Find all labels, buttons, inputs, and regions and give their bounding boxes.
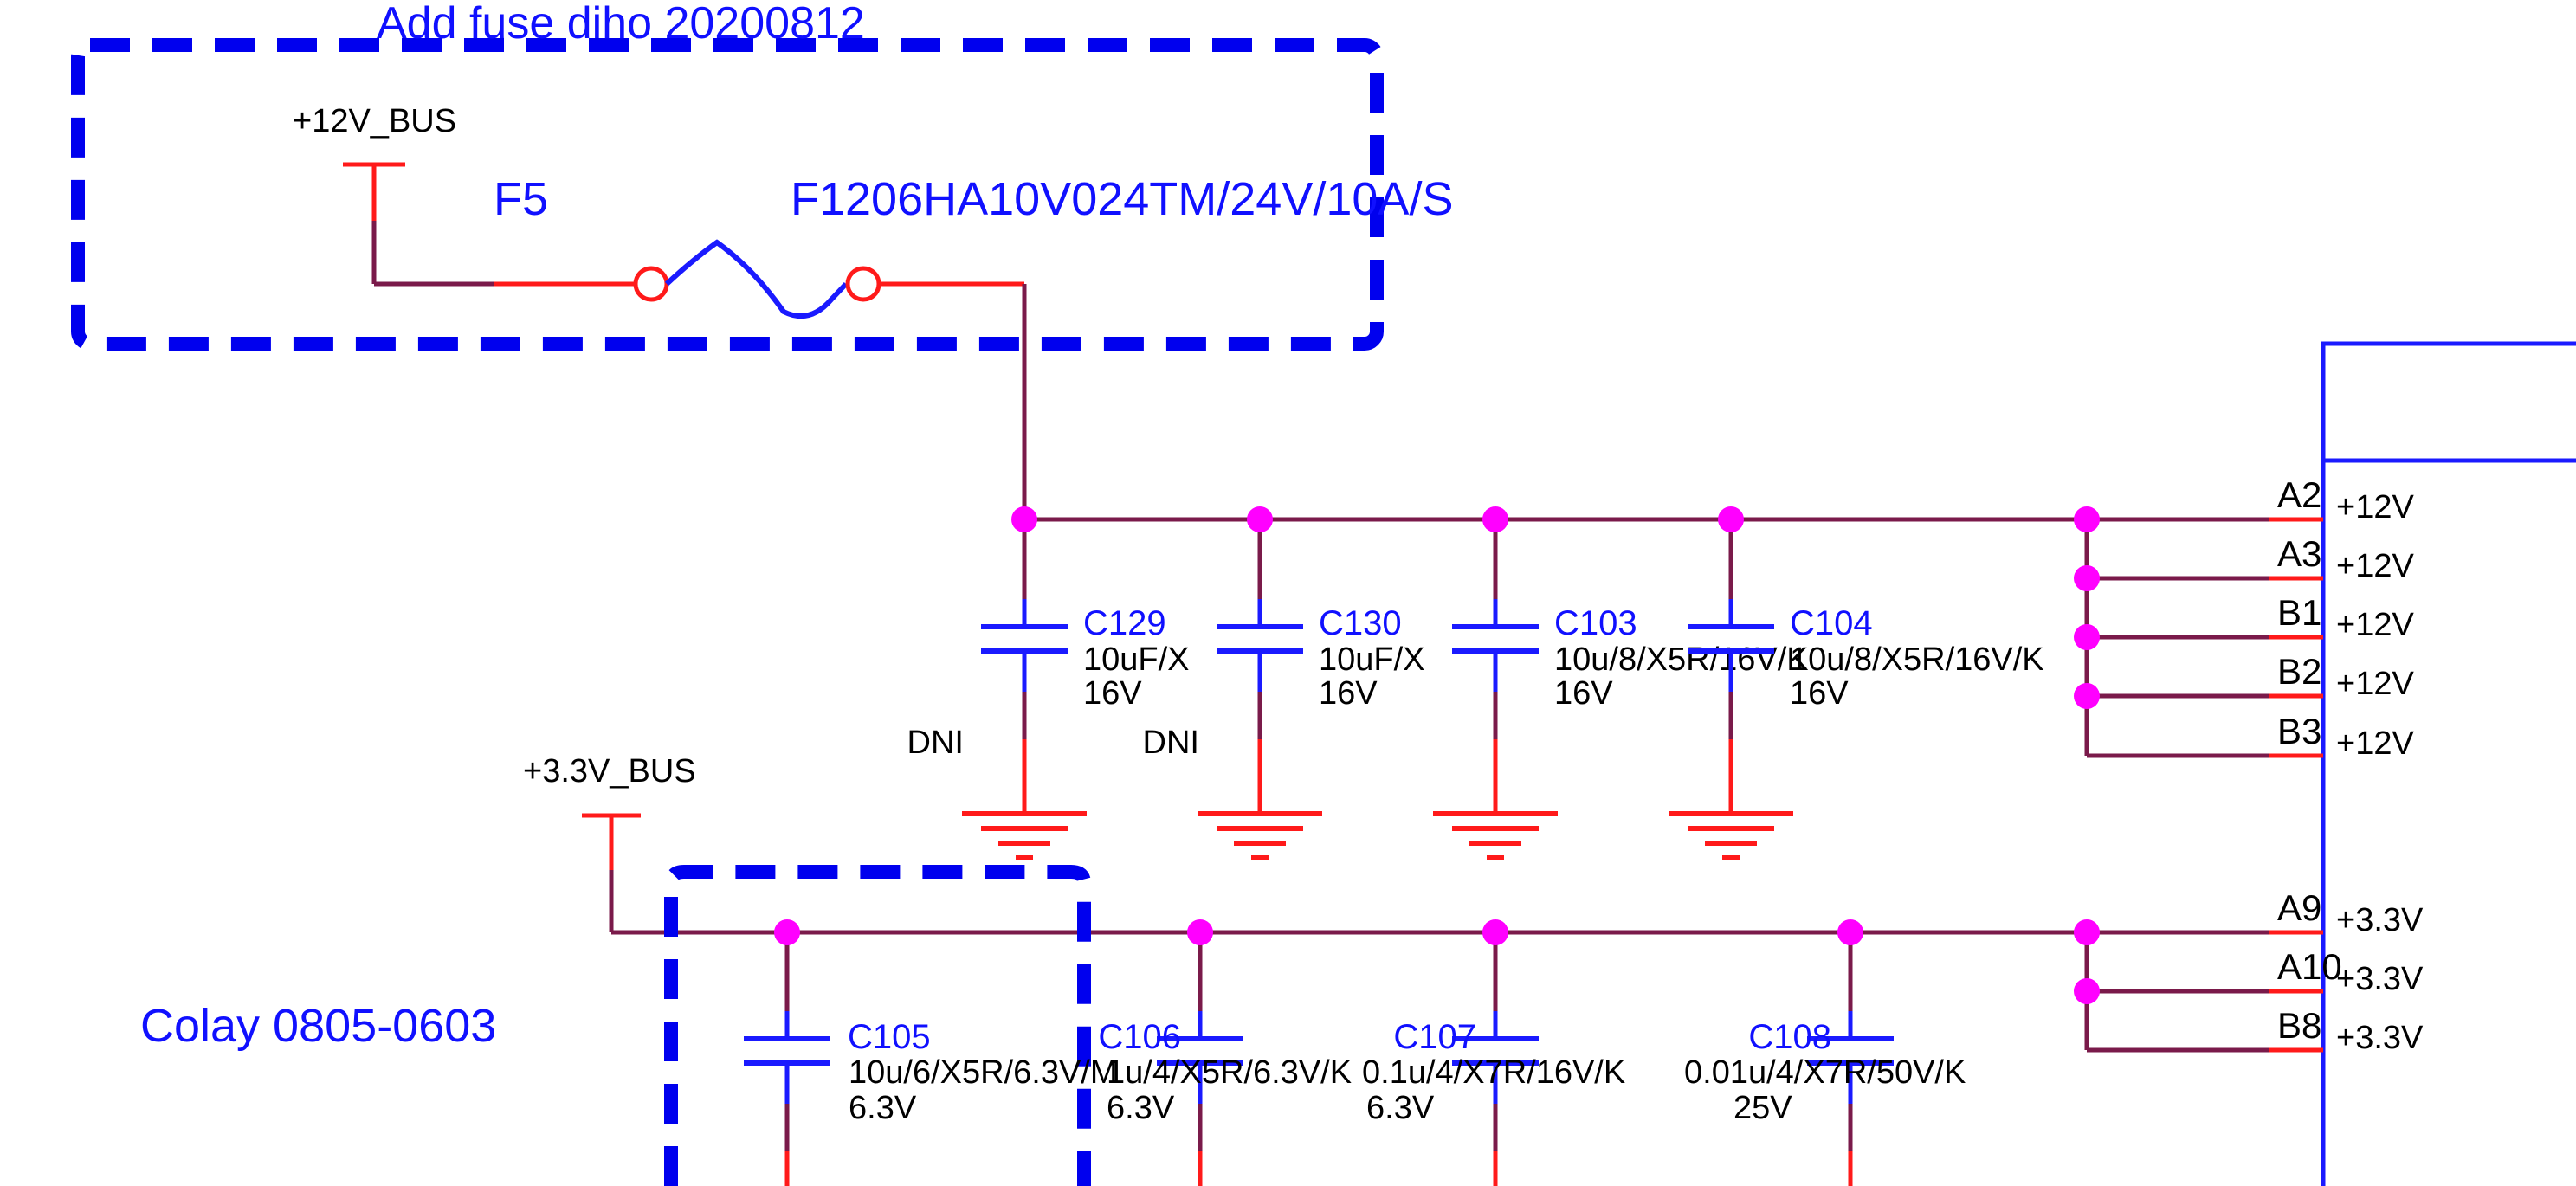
junction-dot-6 xyxy=(2074,624,2100,650)
pin-number-b2: B2 xyxy=(2277,651,2321,692)
cap-voltage-c129: 16V xyxy=(1083,675,1142,712)
pin-net-a9: +3.3V xyxy=(2336,902,2424,938)
capacitor-c104 xyxy=(1669,519,1793,860)
junction-dot-0 xyxy=(1011,506,1037,532)
capacitor-c108 xyxy=(1807,932,1894,1186)
colay-annotation-box xyxy=(664,865,1091,1186)
power-label-12v-bus: +12V_BUS xyxy=(293,103,456,139)
cap-voltage-c108: 25V xyxy=(1733,1090,1792,1126)
colay-note: Colay 0805-0603 xyxy=(140,1000,496,1052)
cap-voltage-c107: 6.3V xyxy=(1366,1090,1435,1126)
pin-net-b1: +12V xyxy=(2336,607,2414,643)
pin-number-a10: A10 xyxy=(2277,946,2342,987)
junction-dot-5 xyxy=(2074,565,2100,591)
rail-3v3-wires xyxy=(611,930,2269,1053)
pin-number-b8: B8 xyxy=(2277,1005,2321,1046)
capacitor-c105 xyxy=(744,932,830,1186)
pin-number-a3: A3 xyxy=(2277,533,2321,574)
pin-net-b8: +3.3V xyxy=(2336,1020,2424,1056)
pin-net-b3: +12V xyxy=(2336,725,2414,762)
caps-12v-group: C12910uF/X16VDNIC13010uF/X16VDNIC10310u/… xyxy=(907,519,2044,860)
cap-ref-c130: C130 xyxy=(1319,604,1402,642)
cap-note-c129: DNI xyxy=(907,725,964,761)
pin-net-a3: +12V xyxy=(2336,548,2414,584)
power-symbol-12v-bus xyxy=(343,162,405,284)
cap-voltage-c103: 16V xyxy=(1554,675,1613,712)
fuse-f5 xyxy=(374,239,1024,319)
cap-voltage-c130: 16V xyxy=(1319,675,1378,712)
cap-ref-c107: C107 xyxy=(1393,1018,1476,1056)
junction-dot-7 xyxy=(2074,683,2100,709)
cap-note-c130: DNI xyxy=(1143,725,1199,761)
cap-voltage-c105: 6.3V xyxy=(849,1090,917,1126)
junction-dot-12 xyxy=(2074,919,2100,945)
fuse-annotation-title: Add fuse diho 20200812 xyxy=(377,0,865,48)
fuse-annotation-box xyxy=(71,38,1384,351)
cap-value-c104: 10u/8/X5R/16V/K xyxy=(1790,641,2044,678)
cap-ref-c129: C129 xyxy=(1083,604,1166,642)
cap-value-c130: 10uF/X xyxy=(1319,641,1425,678)
pin-number-b3: B3 xyxy=(2277,711,2321,751)
cap-ref-c104: C104 xyxy=(1790,604,1873,642)
connector-body xyxy=(2321,341,2576,1186)
junctions xyxy=(774,506,2100,1004)
cap-value-c107: 0.1u/4/X7R/16V/K xyxy=(1362,1054,1625,1091)
junction-dot-13 xyxy=(2074,978,2100,1004)
pin-net-b2: +12V xyxy=(2336,666,2414,702)
fuse-part-number: F1206HA10V024TM/24V/10A/S xyxy=(791,173,1453,225)
junction-dot-1 xyxy=(1247,506,1273,532)
capacitor-c103 xyxy=(1433,519,1558,860)
capacitor-c130-ground-symbol xyxy=(1198,811,1322,860)
fuse-ref: F5 xyxy=(494,173,548,225)
capacitor-c107 xyxy=(1452,932,1539,1186)
cap-ref-c105: C105 xyxy=(848,1018,931,1056)
pin-net-a10: +3.3V xyxy=(2336,961,2424,997)
pin-number-a9: A9 xyxy=(2277,887,2321,928)
junction-dot-4 xyxy=(2074,506,2100,532)
junction-dot-10 xyxy=(1482,919,1508,945)
capacitor-c130 xyxy=(1198,519,1322,860)
cap-ref-c103: C103 xyxy=(1554,604,1637,642)
cap-ref-c106: C106 xyxy=(1098,1018,1181,1056)
connector-pins: A2+12VA3+12VB1+12VB2+12VB3+12VA9+3.3VA10… xyxy=(2269,474,2424,1056)
power-label-3v3-bus: +3.3V_BUS xyxy=(523,753,696,790)
cap-value-c129: 10uF/X xyxy=(1083,641,1190,678)
junction-dot-3 xyxy=(1718,506,1744,532)
capacitor-c106 xyxy=(1157,932,1243,1186)
capacitor-c103-ground-symbol xyxy=(1433,811,1558,860)
pin-net-a2: +12V xyxy=(2336,489,2414,525)
junction-dot-8 xyxy=(774,919,800,945)
caps-3v3-group: C10510u/6/X5R/6.3V/M6.3VC1061u/4/X5R/6.3… xyxy=(744,932,1966,1186)
junction-dot-9 xyxy=(1187,919,1213,945)
power-symbol-3v3-bus xyxy=(582,813,641,932)
cap-value-c103: 10u/8/X5R/16V/K xyxy=(1554,641,1809,678)
junction-dot-11 xyxy=(1837,919,1863,945)
cap-voltage-c104: 16V xyxy=(1790,675,1849,712)
pin-number-a2: A2 xyxy=(2277,474,2321,515)
junction-dot-2 xyxy=(1482,506,1508,532)
capacitor-c129 xyxy=(962,519,1087,860)
capacitor-c129-ground-symbol xyxy=(962,811,1087,860)
cap-value-c106: 1u/4/X5R/6.3V/K xyxy=(1107,1054,1352,1091)
rail-12v-wires xyxy=(1022,284,2269,758)
capacitor-c104-ground-symbol xyxy=(1669,811,1793,860)
cap-value-c108: 0.01u/4/X7R/50V/K xyxy=(1684,1054,1966,1091)
cap-voltage-c106: 6.3V xyxy=(1107,1090,1175,1126)
cap-value-c105: 10u/6/X5R/6.3V/M xyxy=(849,1054,1118,1091)
cap-ref-c108: C108 xyxy=(1748,1018,1831,1056)
pin-number-b1: B1 xyxy=(2277,592,2321,633)
